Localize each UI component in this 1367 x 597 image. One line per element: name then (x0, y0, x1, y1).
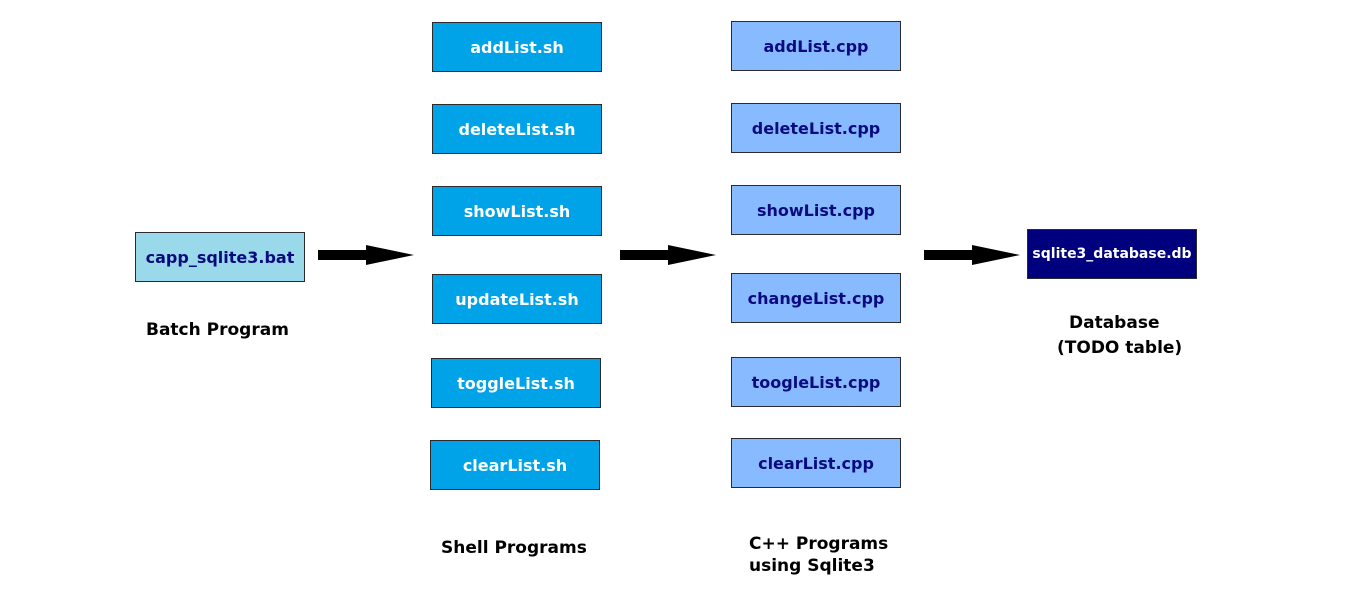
cpp-node-label: deleteList.cpp (751, 118, 881, 138)
cpp-node-delete: deleteList.cpp (731, 103, 901, 153)
cpp-node-toggle: toogleList.cpp (731, 357, 901, 407)
shell-node-label: toggleList.sh (457, 373, 575, 393)
shell-node-show: showList.sh (432, 186, 602, 236)
cpp-node-add: addList.cpp (731, 21, 901, 71)
shell-node-label: updateList.sh (455, 289, 579, 309)
batch-file-label: capp_sqlite3.bat (145, 247, 295, 267)
shell-node-toggle: toggleList.sh (431, 358, 601, 408)
cpp-node-label: toogleList.cpp (751, 372, 881, 392)
cpp-node-clear: clearList.cpp (731, 438, 901, 488)
arrow-batch-to-shell (318, 245, 414, 265)
cpp-node-label: clearList.cpp (758, 453, 874, 473)
cpp-node-show: showList.cpp (731, 185, 901, 235)
database-caption-line2: (TODO table) (1057, 338, 1183, 358)
batch-file-node: capp_sqlite3.bat (135, 232, 305, 282)
cpp-node-label: changeList.cpp (747, 288, 885, 308)
shell-node-update: updateList.sh (432, 274, 602, 324)
database-node: sqlite3_database.db (1027, 229, 1197, 279)
shell-node-clear: clearList.sh (430, 440, 600, 490)
cpp-caption-line2: using Sqlite3 (749, 556, 875, 576)
shell-node-label: showList.sh (463, 201, 571, 221)
shell-caption: Shell Programs (441, 538, 587, 558)
arrow-cpp-to-database (924, 245, 1020, 265)
shell-node-add: addList.sh (432, 22, 602, 72)
shell-node-delete: deleteList.sh (432, 104, 602, 154)
batch-caption: Batch Program (146, 320, 289, 340)
shell-node-label: clearList.sh (462, 455, 568, 475)
database-label: sqlite3_database.db (1032, 246, 1192, 262)
cpp-node-label: showList.cpp (756, 200, 875, 220)
cpp-caption-line1: C++ Programs (749, 534, 889, 554)
cpp-node-label: addList.cpp (763, 36, 869, 56)
shell-node-label: addList.sh (470, 37, 564, 57)
arrow-shell-to-cpp (620, 245, 716, 265)
database-caption-line1: Database (1069, 313, 1160, 333)
cpp-node-change: changeList.cpp (731, 273, 901, 323)
shell-node-label: deleteList.sh (458, 119, 576, 139)
